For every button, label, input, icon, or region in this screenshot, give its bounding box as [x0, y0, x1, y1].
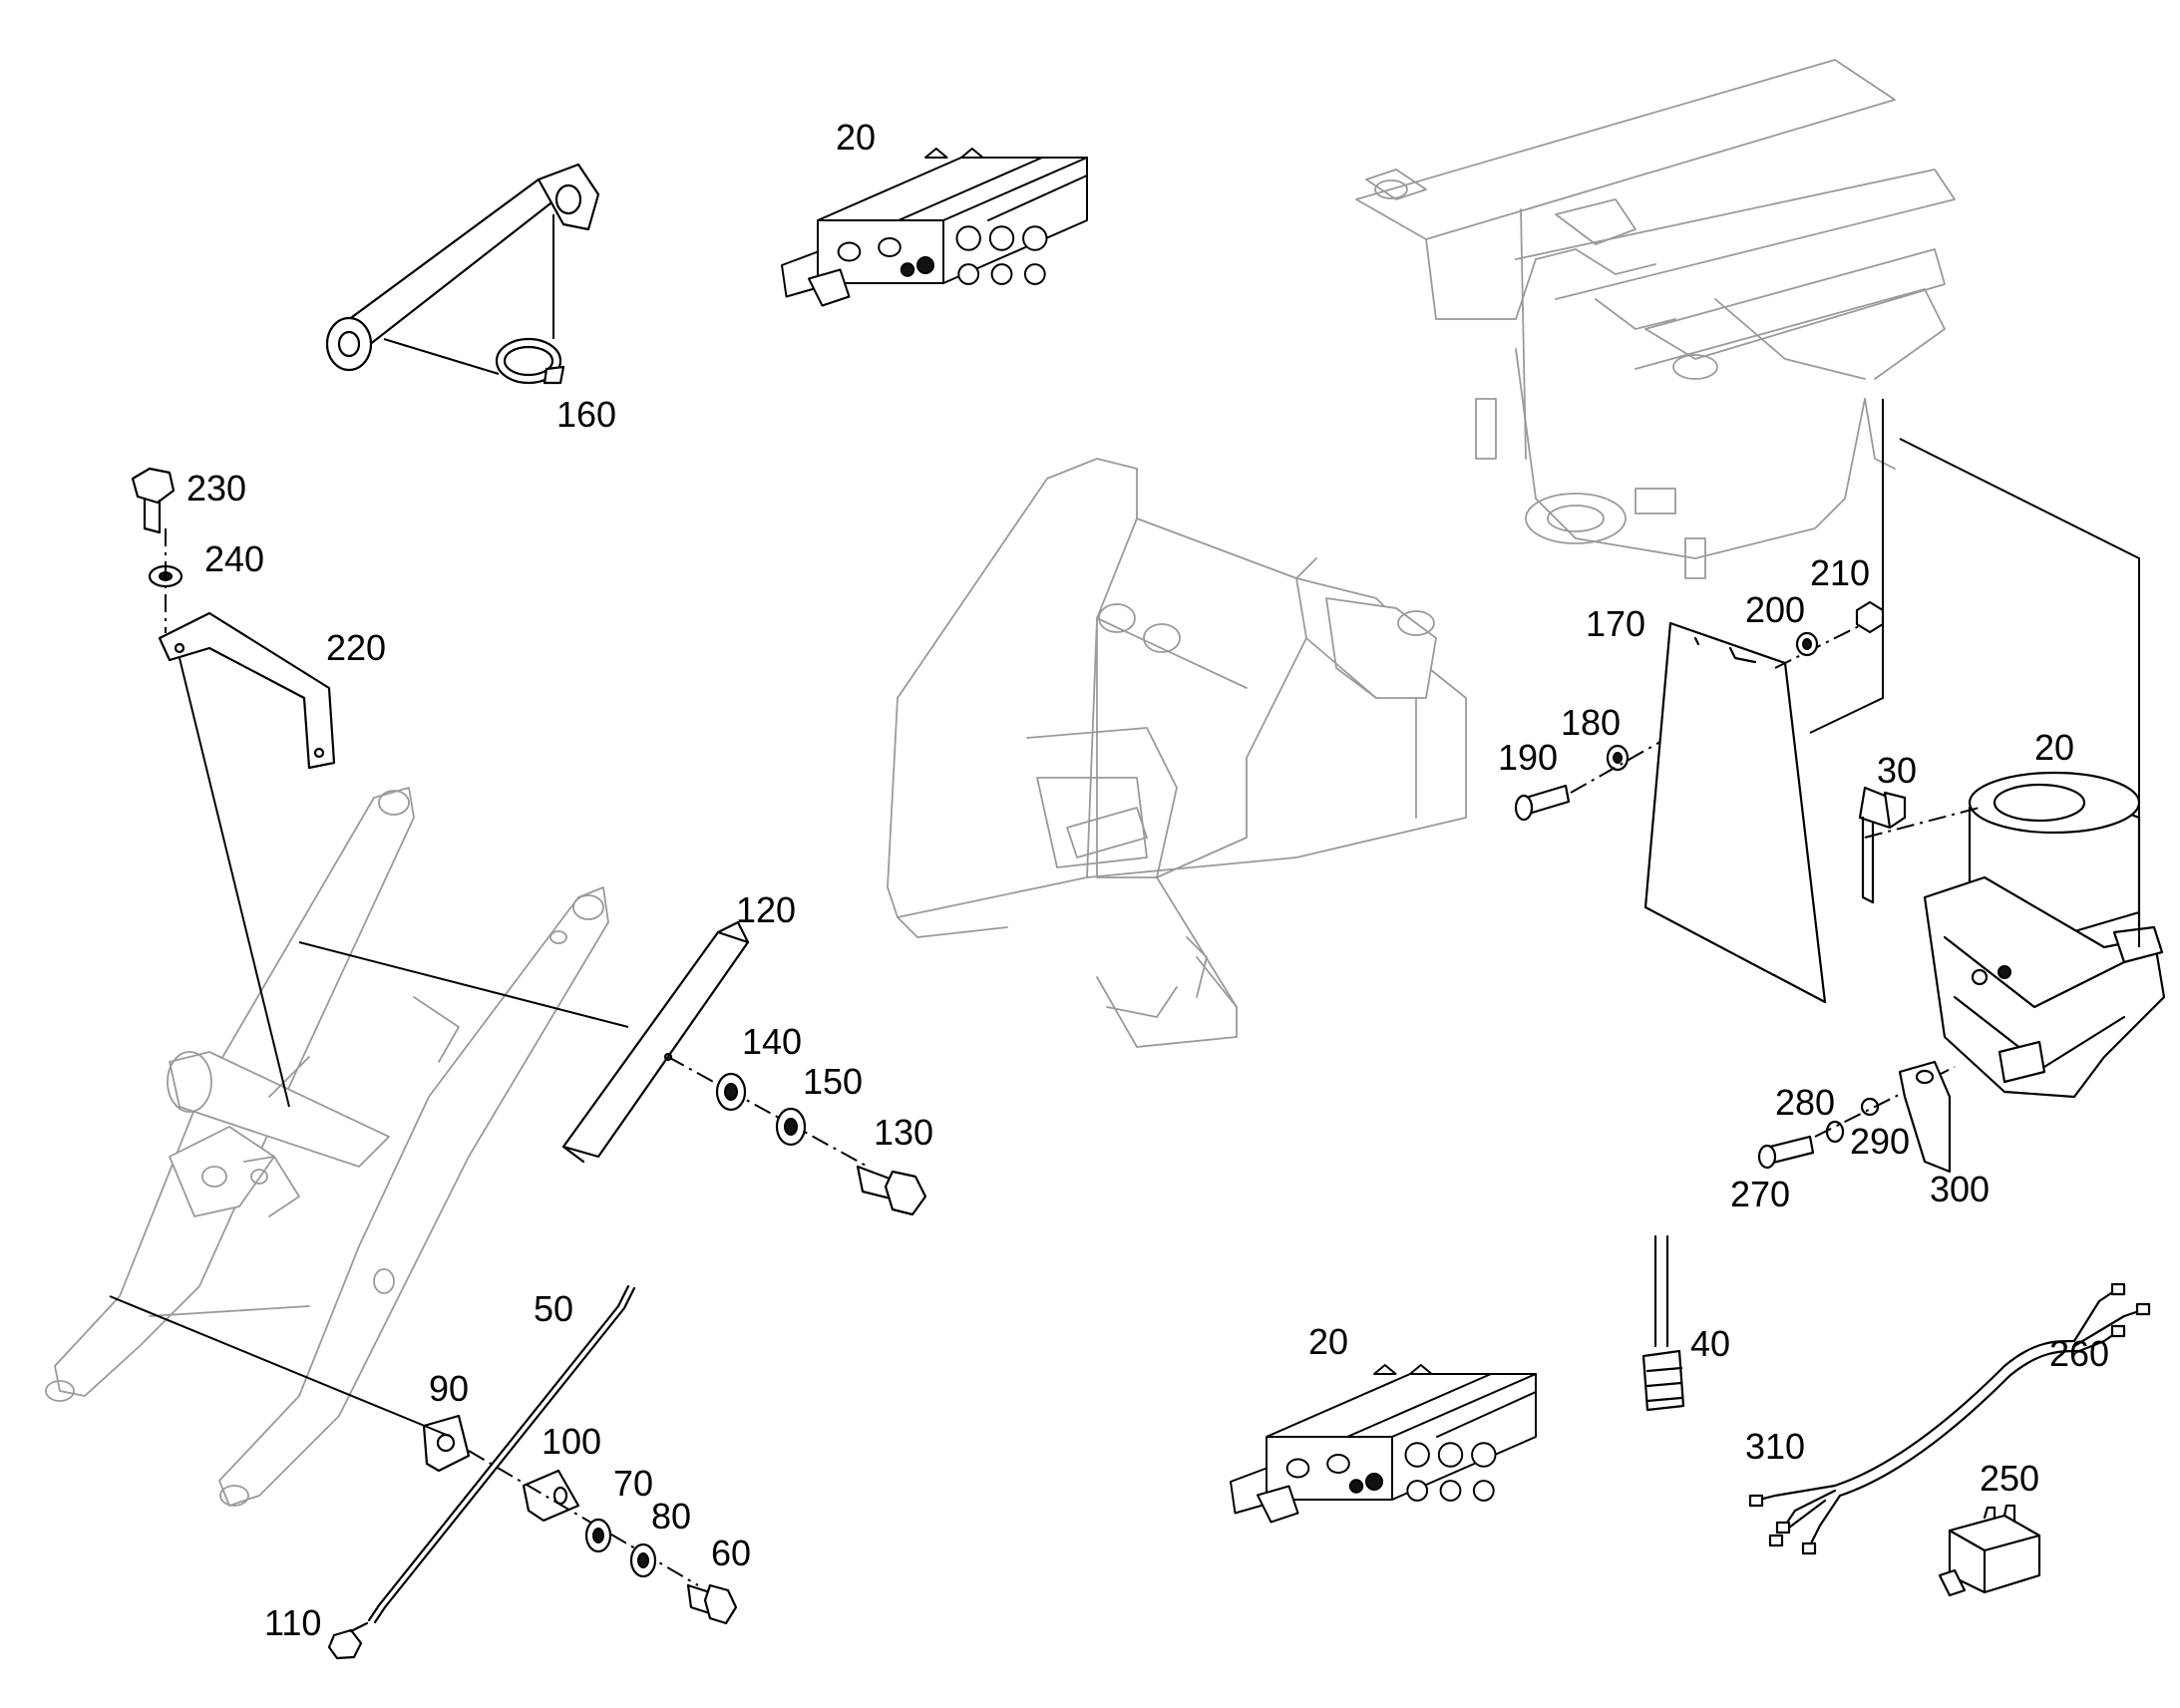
callout-50: 50 [534, 1288, 573, 1329]
callout-220: 220 [326, 627, 386, 668]
hose-clamp-160 [383, 214, 565, 385]
washer-80 [629, 1542, 657, 1578]
callout-30: 30 [1877, 750, 1917, 791]
callout-270: 270 [1730, 1174, 1790, 1214]
link-rod [325, 163, 600, 372]
callout-170: 170 [1586, 603, 1645, 644]
angle-bar-120 [561, 920, 750, 1164]
bracket-300 [1898, 1060, 1952, 1174]
block-100 [522, 1469, 580, 1523]
bracket-220 [158, 611, 336, 770]
washer-140 [715, 1072, 747, 1112]
washer-200 [1795, 631, 1819, 657]
callout-240: 240 [204, 538, 264, 579]
callout-260: 260 [2049, 1333, 2109, 1374]
callout-90: 90 [429, 1368, 469, 1409]
callout-80: 80 [651, 1496, 691, 1537]
callout-130: 130 [874, 1112, 933, 1153]
callout-100: 100 [542, 1421, 601, 1462]
rod-50 [367, 1284, 636, 1624]
rear-frame-ghost [1355, 59, 1956, 579]
bolt-60 [686, 1583, 738, 1625]
callout-20-top: 20 [836, 117, 876, 158]
callout-310: 310 [1745, 1426, 1805, 1467]
nut-210 [1855, 600, 1885, 634]
callout-110: 110 [264, 1602, 321, 1643]
callout-290: 290 [1850, 1121, 1910, 1162]
bolt-190 [1514, 784, 1571, 822]
bolt-270 [1757, 1135, 1815, 1170]
callout-150: 150 [803, 1061, 863, 1102]
part-40 [1641, 1234, 1685, 1412]
callout-40: 40 [1690, 1323, 1730, 1364]
callout-230: 230 [186, 468, 246, 509]
callout-60: 60 [711, 1533, 751, 1573]
block-90 [422, 1414, 471, 1473]
wiring-harness [1748, 1282, 2151, 1555]
callout-210: 210 [1810, 552, 1870, 593]
relay-250 [1938, 1504, 2041, 1597]
callout-200: 200 [1745, 589, 1805, 630]
fitting-110 [327, 1621, 369, 1660]
bolt-130 [856, 1165, 927, 1216]
callout-120: 120 [736, 889, 796, 930]
washer-180 [1606, 744, 1630, 772]
callout-250: 250 [1980, 1458, 2039, 1499]
callout-70: 70 [613, 1463, 653, 1504]
callout-140: 140 [742, 1021, 802, 1062]
callout-180: 180 [1561, 702, 1621, 743]
washer-70 [584, 1518, 612, 1553]
callout-20-bottom: 20 [1308, 1321, 1348, 1362]
bolt-230 [131, 467, 176, 534]
distributor-block-top [781, 148, 1088, 307]
plate-170 [1643, 621, 1827, 1004]
lubrication-pump [1864, 438, 2166, 1099]
callout-190: 190 [1498, 737, 1558, 778]
front-frame-ghost [887, 458, 1467, 1048]
washer-280 [1825, 1120, 1845, 1144]
callout-280: 280 [1775, 1082, 1835, 1123]
part-30 [1858, 786, 1907, 904]
callout-300: 300 [1930, 1169, 1990, 1209]
callout-20-pump: 20 [2034, 727, 2074, 768]
distributor-block-bottom [1230, 1364, 1537, 1524]
callouts: 20 160 230 240 220 170 200 210 180 190 3… [186, 117, 2109, 1643]
lift-arm-ghost [45, 787, 609, 1507]
washer-150 [775, 1107, 807, 1147]
callout-160: 160 [556, 394, 616, 435]
